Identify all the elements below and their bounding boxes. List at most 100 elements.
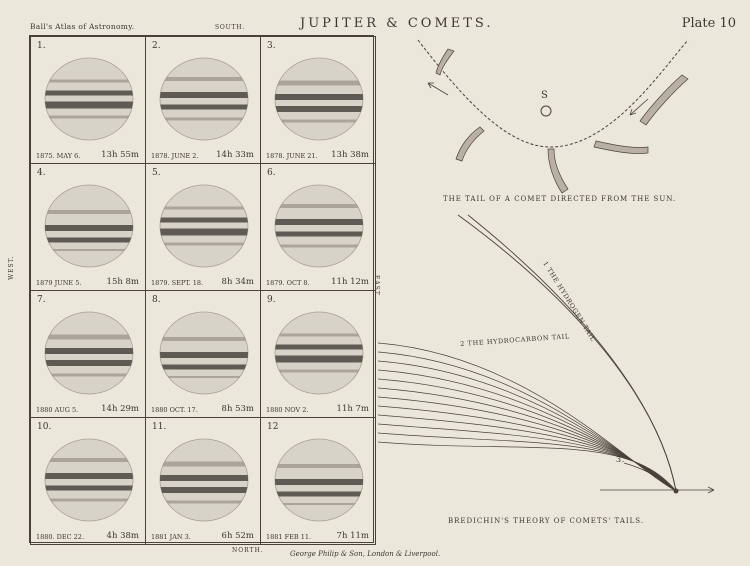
north-label: NORTH.: [232, 547, 264, 554]
cloud-belt: [275, 119, 363, 123]
drawing-number: 6.: [267, 168, 276, 178]
cloud-belt: [275, 219, 363, 225]
direction-arrow: [427, 82, 449, 96]
cloud-belt: [275, 244, 363, 248]
cloud-belt: [160, 117, 248, 121]
cloud-belt: [160, 487, 248, 493]
jupiter-disc: [274, 311, 364, 395]
jupiter-drawing-cell: 11. 1881 JAN 3. 6h 52m: [145, 417, 261, 545]
cloud-belt: [160, 217, 248, 223]
hydrocarbon-tail-streak: [377, 387, 677, 492]
arrowhead: [629, 108, 637, 116]
cloud-belt: [160, 242, 248, 246]
comet-orbit: [417, 39, 689, 148]
cloud-belt: [160, 92, 248, 98]
jupiter-drawing-cell: 1.1875. MAY 6.13h 55m: [30, 36, 146, 164]
hydrocarbon-tail-streak: [377, 396, 677, 492]
cloud-belt: [45, 498, 133, 502]
drawing-time: 4h 38m: [106, 531, 139, 541]
cloud-belt: [275, 204, 363, 208]
drawing-number: 9.: [267, 295, 276, 305]
jupiter-disc: [274, 184, 364, 268]
cloud-belt: [45, 115, 133, 119]
cloud-belt: [275, 503, 363, 505]
jupiter-disc: [44, 184, 134, 268]
tail3-label: 3.: [616, 455, 625, 464]
cloud-belt: [275, 333, 363, 337]
jupiter-drawing-cell: 7.1880 AUG 5.14h 29m: [30, 290, 146, 418]
hydrogen-tail-edge: [467, 214, 677, 492]
cloud-belt: [160, 461, 248, 467]
jupiter-drawing-cell: 3.1878. JUNE 21.13h 38m: [260, 36, 376, 164]
west-label: WEST.: [8, 255, 15, 280]
cloud-belt: [275, 106, 363, 112]
drawing-time: 13h 38m: [331, 150, 369, 160]
short-tail: [623, 462, 677, 492]
jupiter-disc: [159, 438, 249, 522]
orbit-comet-tail: [455, 126, 485, 162]
orbit-comet-tail: [639, 74, 689, 126]
cloud-belt: [45, 360, 133, 366]
drawing-number: 10.: [37, 422, 52, 432]
cloud-belt: [275, 491, 363, 497]
jupiter-drawings-grid: 1.1875. MAY 6.13h 55m 2. 1878. JUNE 2. 14h …: [29, 35, 376, 545]
cloud-belt: [45, 458, 133, 462]
drawing-time: 11h 12m: [331, 277, 369, 287]
orbit-comet-tail: [435, 48, 455, 76]
hydrocarbon-tail-streak: [377, 369, 677, 492]
drawing-number: 2.: [152, 41, 161, 51]
hydrocarbon-tail-streak: [377, 432, 677, 492]
drawing-number: 12: [267, 422, 279, 432]
bredichin-tails: [377, 214, 677, 492]
hydrocarbon-tail-streak: [377, 378, 677, 492]
drawing-number: 4.: [37, 168, 46, 178]
drawing-date: 1881 FEB 11.: [266, 533, 312, 541]
plate-title: JUPITER & COMETS.: [300, 16, 494, 31]
cloud-belt: [160, 104, 248, 110]
sun-symbol: [540, 105, 552, 117]
drawing-date: 1880. DEC 22.: [36, 533, 85, 541]
drawing-date: 1878. JUNE 2.: [151, 152, 199, 160]
jupiter-drawing-cell: 8.1880 OCT. 17.8h 53m: [145, 290, 261, 418]
cloud-belt: [160, 206, 248, 210]
arrowhead: [427, 82, 434, 89]
cloud-belt: [160, 364, 248, 370]
hydrocarbon-tail-streak: [377, 342, 677, 492]
south-label: SOUTH.: [215, 24, 246, 31]
drawing-date: 1879. SEPT. 18.: [151, 279, 204, 287]
cloud-belt: [45, 473, 133, 479]
hydrocarbon-tail-streak: [377, 423, 677, 492]
drawing-date: 1879 JUNE 5.: [36, 279, 82, 287]
cloud-belt: [45, 225, 133, 231]
jupiter-drawing-cell: 6.1879. OCT 8.11h 12m: [260, 163, 376, 291]
cloud-belt: [45, 249, 133, 251]
cloud-belt: [275, 94, 363, 100]
drawing-date: 1881 JAN 3.: [151, 533, 191, 541]
hydrocarbon-tail-streak: [377, 441, 677, 492]
cloud-belt: [45, 237, 133, 243]
drawing-number: 8.: [152, 295, 161, 305]
drawing-time: 13h 55m: [101, 150, 139, 160]
cloud-belt: [275, 369, 363, 373]
cloud-belt: [160, 376, 248, 378]
cloud-belt: [275, 355, 363, 363]
drawing-time: 11h 7m: [336, 404, 369, 414]
drawing-number: 11.: [152, 422, 167, 432]
drawing-number: 7.: [37, 295, 46, 305]
jupiter-disc: [159, 57, 249, 141]
cloud-belt: [275, 231, 363, 237]
drawing-time: 6h 52m: [221, 531, 254, 541]
jupiter-disc: [274, 57, 364, 141]
cloud-belt: [45, 485, 133, 491]
cloud-belt: [45, 90, 133, 96]
drawing-date: 1880 NOV 2.: [266, 406, 309, 414]
jupiter-disc: [159, 184, 249, 268]
drawing-number: 5.: [152, 168, 161, 178]
orbit-comet-tail: [547, 148, 569, 194]
drawing-time: 14h 29m: [101, 404, 139, 414]
cloud-belt: [45, 101, 133, 109]
jupiter-drawing-cell: 4. 1879 JUNE 5. 15h 8m: [30, 163, 146, 291]
cloud-belt: [160, 228, 248, 236]
drawing-time: 15h 8m: [106, 277, 139, 287]
hydrocarbon-tail-streak: [377, 351, 677, 492]
